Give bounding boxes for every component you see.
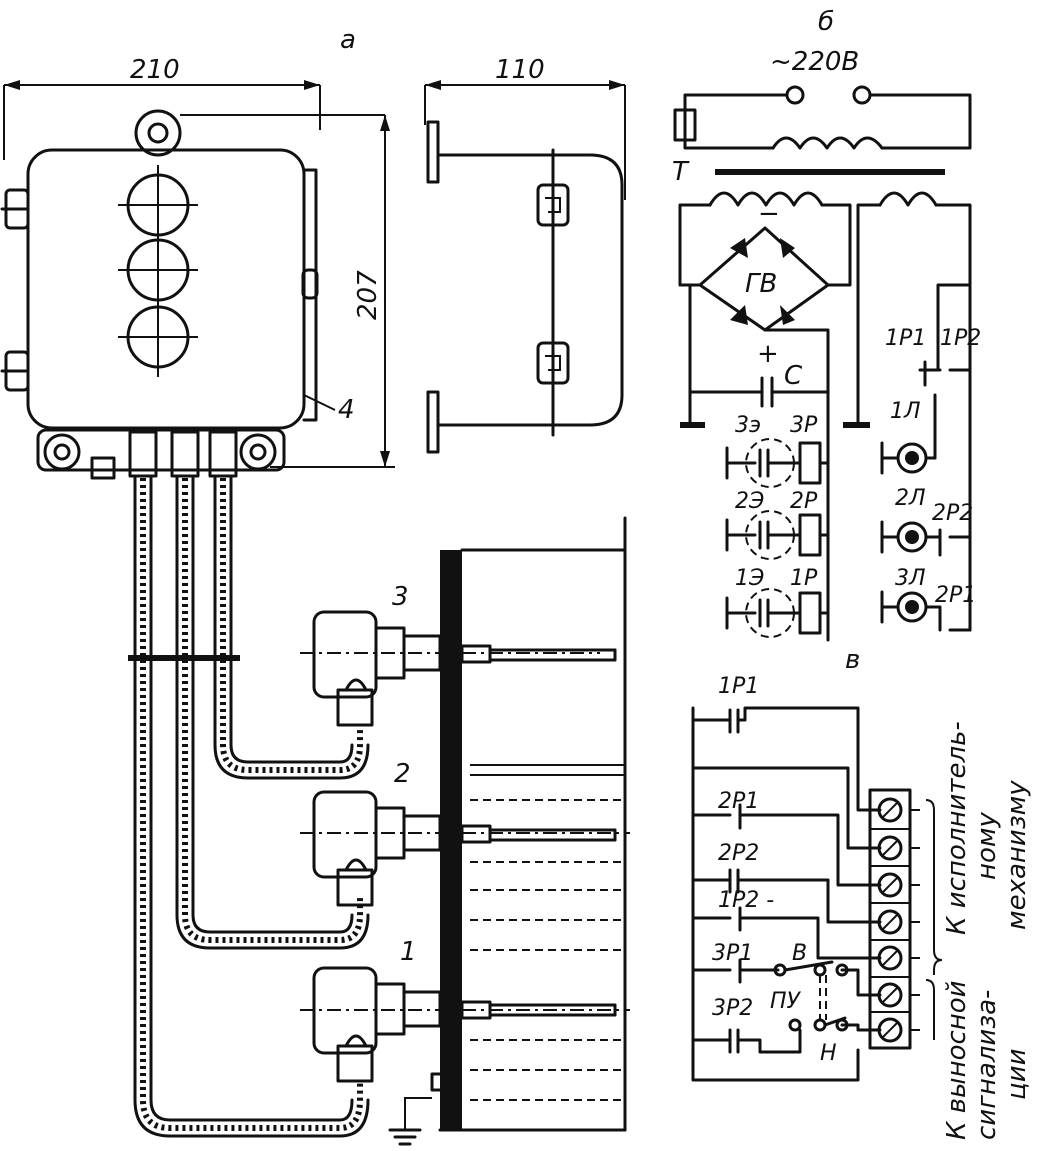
relay-row-2: 2Э 2Р [725,489,830,560]
label-to-remote-signaling: К выносной сигнализа- ции [942,980,1032,1140]
switch-label-v: В [792,941,807,966]
svg-text:ции: ции [1002,1049,1032,1101]
transformer-label: Т [672,157,690,187]
dim-depth: 110 [495,55,545,85]
term-contact-3r1: 3Р1 [712,941,753,966]
term-contact-3r2: 3Р2 [712,996,753,1021]
cable-conduits [128,476,370,1138]
terminal-block [868,788,920,1050]
panel-label-a: а [340,25,356,55]
capacitor-label: С [784,361,803,391]
indicator-holes [118,165,198,377]
relay-row-1: 1Э 1Р [725,566,830,638]
relay-1-label: 1Р [790,566,818,591]
callout-3: 3 [392,582,409,612]
svg-text:сигнализа-: сигнализа- [972,990,1002,1140]
panel-a-front-view: а 210 207 4 [0,25,395,480]
plus-sign: + [757,339,779,369]
panel-b-schematic: б ~220В Т − ГВ + С 3э 3Р [672,7,981,642]
label-to-actuator: К исполнитель- ному механизму [942,721,1032,935]
electrode-1-label: 1Э [735,566,764,591]
sensor-2: 2 [300,759,630,907]
contact-1r2-label: 1Р2 [940,326,981,351]
tank [388,516,627,1146]
callout-4: 4 [338,395,355,425]
contact-2r2-label: 2Р2 [932,501,973,526]
electrode-2-label: 2Э [735,489,764,514]
callout-2: 2 [394,759,411,789]
lamp-2-label: 2Л [895,486,926,511]
dim-height: 207 [353,270,383,320]
term-contact-2r2: 2Р2 [718,841,759,866]
relay-3-label: 3Р [790,413,818,438]
svg-text:механизму: механизму [1002,780,1032,930]
lamp-3-label: 3Л [895,566,926,591]
svg-text:К исполнитель-: К исполнитель- [942,721,972,935]
supply-voltage: ~220В [770,47,859,77]
lamp-1-label: 1Л [890,399,921,424]
sensor-1: 1 [300,937,630,1083]
svg-text:К выносной: К выносной [942,980,972,1140]
electrode-3-label: 3э [735,413,761,438]
panel-label-v: в [845,645,860,675]
callout-1: 1 [400,937,417,967]
relay-2-label: 2Р [790,489,818,514]
bridge-label: ГВ [745,269,777,299]
term-contact-1r2: 1Р2 - [718,888,774,913]
sensor-3: 3 [300,582,617,727]
switch-label-n: Н [820,1041,837,1066]
switch-label-pu: ПУ [770,989,802,1014]
panel-v-terminal-wiring: в 1Р1 2Р1 2Р2 1Р2 - 3Р1 3Р2 В ПУ Н [691,645,1032,1140]
term-contact-1r1: 1Р1 [718,674,759,699]
svg-text:ному: ному [972,811,1002,880]
bridge-minus: − [758,199,780,229]
panel-label-b: б [818,7,834,37]
contact-1r1-label: 1Р1 [885,326,926,351]
side-view: 110 [424,55,626,454]
contact-2r1-label: 2Р1 [935,583,976,608]
relay-row-3: 3э 3Р [725,413,830,488]
dim-width: 210 [130,55,180,85]
